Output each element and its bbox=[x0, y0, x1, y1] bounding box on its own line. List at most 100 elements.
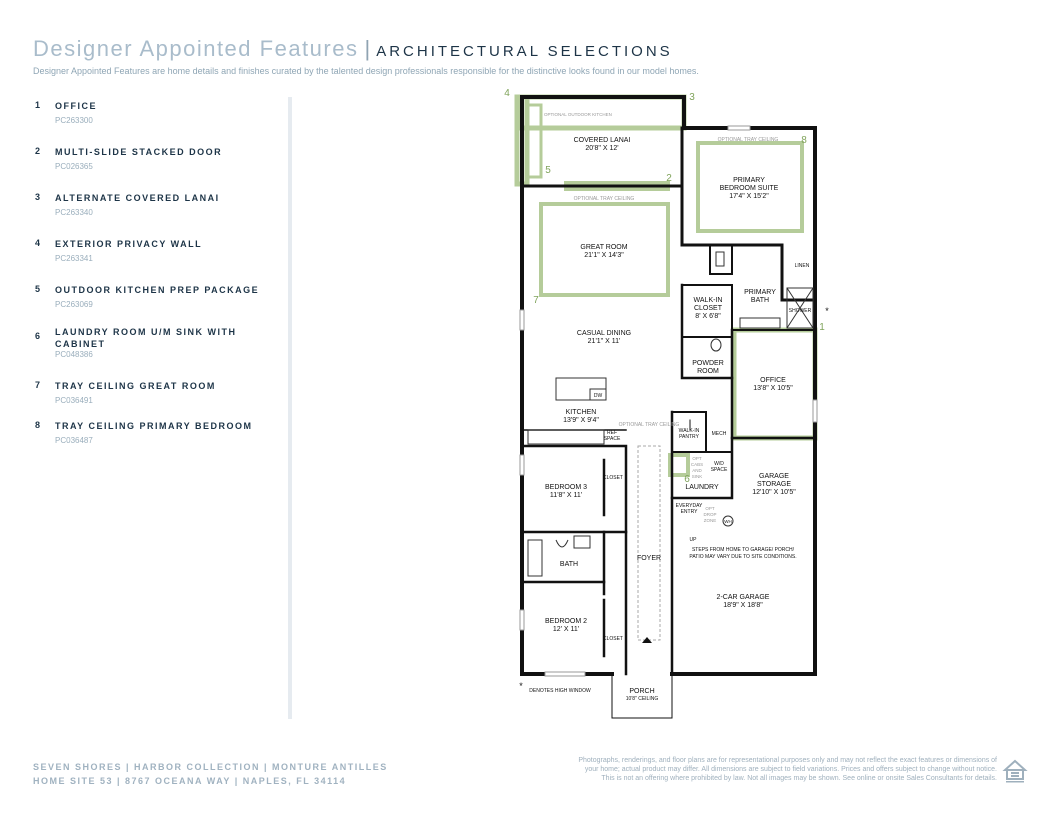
kitchen-label: KITCHEN bbox=[566, 409, 597, 416]
callout-8: 8 bbox=[801, 135, 807, 146]
feature-code: PC263341 bbox=[55, 254, 93, 263]
callout-numbers: 1 2 3 4 5 6 7 8 bbox=[504, 88, 825, 485]
feature-item: 1 OFFICE PC263300 bbox=[35, 100, 285, 146]
room-labels: COVERED LANAI 20'8" X 12' OPTIONAL OUTDO… bbox=[519, 112, 829, 702]
ref-space-label-1: REF bbox=[607, 430, 617, 436]
feature-number: 7 bbox=[35, 380, 41, 390]
callout-6: 6 bbox=[684, 474, 690, 485]
ref-space-label-2: SPACE bbox=[604, 436, 621, 442]
disclaimer-line-1: Photographs, renderings, and floor plans… bbox=[578, 757, 997, 764]
page-title: Designer Appointed Features bbox=[33, 36, 359, 61]
disclaimer-line-2: your home; actual product may differ. Al… bbox=[584, 766, 997, 773]
wd-space-label-2: SPACE bbox=[711, 467, 728, 473]
walls bbox=[520, 95, 817, 719]
title-separator: | bbox=[364, 36, 371, 61]
opt-cabs-label-2: CABS bbox=[691, 462, 703, 467]
bedroom3-dim: 11'8" X 11' bbox=[550, 492, 582, 499]
feature-title: MULTI-SLIDE STACKED DOOR bbox=[55, 147, 223, 157]
garage-storage-dim: 12'10" X 10'5" bbox=[752, 489, 796, 496]
two-car-garage-dim: 18'9" X 18'8" bbox=[723, 602, 763, 609]
column-divider bbox=[288, 97, 292, 719]
everyday-entry-label-1: EVERYDAY bbox=[676, 503, 703, 509]
steps-note-1: STEPS FROM HOME TO GARAGE/ PORCH/ bbox=[692, 547, 795, 553]
steps-note-2: PATIO MAY VARY DUE TO SITE CONDITIONS. bbox=[689, 554, 796, 560]
feature-code: PC026365 bbox=[55, 162, 93, 171]
page-description: Designer Appointed Features are home det… bbox=[33, 66, 699, 76]
primary-bedroom-tray-highlight bbox=[696, 141, 804, 233]
primary-suite-label-1: PRIMARY bbox=[733, 177, 765, 184]
bedroom2-label: BEDROOM 2 bbox=[545, 618, 587, 625]
feature-number: 8 bbox=[35, 420, 41, 430]
opt-cabs-label-3: AND bbox=[692, 468, 702, 473]
entry-arrow-icon bbox=[642, 637, 652, 643]
equal-housing-opportunity-icon bbox=[1002, 759, 1028, 783]
feature-code: PC048386 bbox=[55, 350, 93, 359]
foyer-label: FOYER bbox=[637, 555, 661, 562]
feature-item: 7 TRAY CEILING GREAT ROOM PC036491 bbox=[35, 380, 285, 420]
kitchen-dim: 13'9" X 9'4" bbox=[563, 417, 599, 424]
office-highlight bbox=[731, 327, 818, 441]
walk-in-pantry-label-2: PANTRY bbox=[679, 434, 699, 440]
primary-bath-label-2: BATH bbox=[751, 297, 769, 304]
porch-ceiling-label: 10'8" CEILING bbox=[626, 696, 659, 702]
opt-cabs-label-1: OPT bbox=[692, 456, 702, 461]
callout-7: 7 bbox=[533, 295, 539, 306]
floor-plan: COVERED LANAI 20'8" X 12' OPTIONAL OUTDO… bbox=[504, 88, 829, 719]
bath-label: BATH bbox=[560, 561, 578, 568]
covered-lanai-dim: 20'8" X 12' bbox=[585, 145, 618, 152]
walk-in-closet-label-1: WALK-IN bbox=[694, 297, 723, 304]
optional-tray-ceiling-label-foyer: OPTIONAL TRAY CEILING bbox=[619, 422, 680, 428]
high-window-asterisk-bath: * bbox=[825, 306, 829, 316]
feature-title: OUTDOOR KITCHEN PREP PACKAGE bbox=[55, 285, 260, 295]
callout-1: 1 bbox=[819, 322, 825, 333]
wh-label: WH bbox=[724, 519, 732, 524]
feature-highlights bbox=[514, 94, 818, 477]
feature-item: 5 OUTDOOR KITCHEN PREP PACKAGE PC263069 bbox=[35, 284, 285, 326]
feature-item: 8 TRAY CEILING PRIMARY BEDROOM PC036487 bbox=[35, 420, 285, 460]
callout-5: 5 bbox=[545, 165, 551, 176]
garage-storage-label-1: GARAGE bbox=[759, 473, 789, 480]
porch-label: PORCH bbox=[629, 688, 654, 695]
great-room-tray-highlight bbox=[539, 202, 670, 297]
opt-cabs-label-4: SINK bbox=[692, 474, 703, 479]
feature-number: 2 bbox=[35, 146, 41, 156]
office-label: OFFICE bbox=[760, 377, 786, 384]
high-window-asterisk: * bbox=[519, 681, 523, 691]
feature-number: 1 bbox=[35, 100, 41, 110]
feature-item: 2 MULTI-SLIDE STACKED DOOR PC026365 bbox=[35, 146, 285, 192]
garage-storage-label-2: STORAGE bbox=[757, 481, 791, 488]
feature-title: ALTERNATE COVERED LANAI bbox=[55, 193, 220, 203]
closet-label-bedroom2: CLOSET bbox=[603, 636, 623, 642]
laundry-sink-highlight bbox=[668, 453, 690, 477]
feature-code: PC263340 bbox=[55, 208, 93, 217]
opt-drop-zone-label-3: ZONE bbox=[704, 518, 717, 523]
bedroom3-label: BEDROOM 3 bbox=[545, 484, 587, 491]
feature-title: LAUNDRY ROOM U/M SINK WITH CABINET bbox=[55, 327, 237, 349]
primary-suite-label-2: BEDROOM SUITE bbox=[720, 185, 779, 192]
outdoor-kitchen-highlight bbox=[525, 103, 543, 179]
primary-suite-dim: 17'4" X 15'2" bbox=[729, 193, 769, 200]
callout-3: 3 bbox=[689, 92, 695, 103]
callout-2: 2 bbox=[666, 173, 672, 184]
feature-code: PC263300 bbox=[55, 116, 93, 125]
feature-title: TRAY CEILING GREAT ROOM bbox=[55, 381, 216, 391]
casual-dining-label: CASUAL DINING bbox=[577, 330, 631, 337]
feature-item: 4 EXTERIOR PRIVACY WALL PC263341 bbox=[35, 238, 285, 284]
powder-room-label-2: ROOM bbox=[697, 368, 719, 375]
up-label: UP bbox=[690, 537, 698, 543]
opt-drop-zone-label-2: DROP bbox=[703, 512, 716, 517]
opt-drop-zone-label-1: OPT bbox=[705, 506, 715, 511]
disclaimer-line-3: This is not an offering where prohibited… bbox=[601, 775, 997, 782]
feature-number: 3 bbox=[35, 192, 41, 202]
great-room-label: GREAT ROOM bbox=[580, 244, 627, 251]
shower-label: SHOWER bbox=[789, 308, 812, 314]
dw-label: DW bbox=[594, 393, 603, 399]
office-dim: 13'8" X 10'5" bbox=[753, 385, 793, 392]
powder-room-label-1: POWDER bbox=[692, 360, 724, 367]
bedroom2-dim: 12' X 11' bbox=[553, 626, 579, 633]
fixtures bbox=[527, 251, 814, 641]
two-car-garage-label: 2-CAR GARAGE bbox=[717, 594, 770, 601]
feature-item: 6 LAUNDRY ROOM U/M SINK WITH CABINET PC0… bbox=[35, 326, 285, 380]
wd-space-label-1: W/D bbox=[714, 461, 724, 467]
footer-address: SEVEN SHORES | HARBOR COLLECTION | MONTU… bbox=[33, 760, 388, 788]
